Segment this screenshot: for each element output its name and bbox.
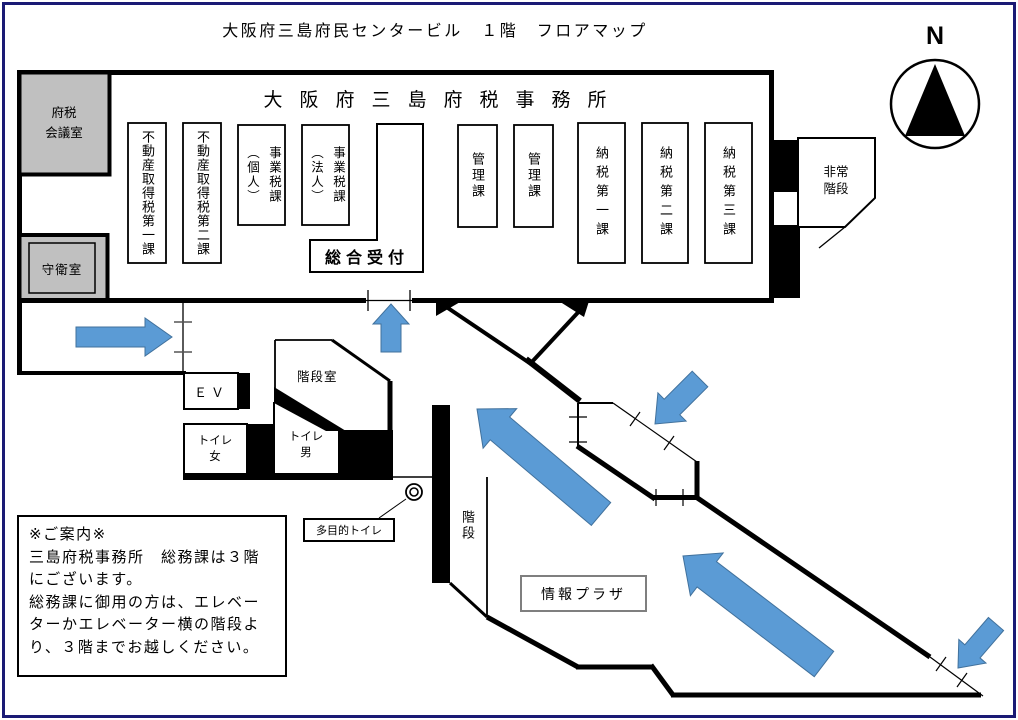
stairroom-diagonal-wall [274,387,346,431]
diagonal-wall-a [437,300,533,366]
diagonal-wall-c [524,356,582,404]
stair-room-label: 階段室 [297,370,338,384]
compass-needle-icon [905,64,965,136]
reception-counter [309,123,424,273]
wall-block-right-lower [771,225,800,298]
lobby-wall-1 [485,614,580,670]
building-name: 大阪府三島府税事務所 [263,90,624,111]
reception-label: 総合受付 [324,250,409,267]
entrance-arrow-corner [957,616,1005,669]
room-label-nozei1: 納税第一課 [594,145,609,241]
entrance-arrow-vestibule [654,370,709,425]
emergency-stairs-room [797,137,876,228]
wall-block-right-upper [771,140,798,192]
entrance-arrow-left [75,317,173,357]
room-label-kanri2: 管理課 [526,152,541,200]
room-label-fuzei-meeting: 府税 会議室 [45,106,83,140]
corner-entrance-slash-1 [935,656,947,672]
room-label-guard: 守衛室 [41,262,83,277]
vestibule-outer-wall-1 [575,443,657,502]
vestibule-glass-diagonal [612,402,698,463]
room-box-jigyozei-kojin [237,124,286,226]
corner-entrance-slash-2 [956,672,968,688]
info-plaza-label: 情報プラザ [520,575,647,612]
stairs-label: 階段 [460,510,475,542]
room-box-jigyozei-hojin [301,124,350,226]
multipurpose-toilet-icon-inner [409,487,419,497]
notice-box: ※ご案内※ 三島府税事務所 総務課は３階 にございます。 総務課に御用の方は、エ… [17,515,287,677]
wall-wedge-1 [436,298,467,316]
emergency-stairs-door-line [818,226,846,249]
multipurpose-toilet-label: 多目的トイレ [303,518,395,542]
compass-north-label: N [925,22,945,50]
flow-arrow-bottom [682,552,835,678]
lobby-wall-3 [648,663,676,697]
stairroom-diagonal-top [331,338,391,383]
room-box-fudosan2 [182,122,222,264]
outer-diagonal-wall [694,494,932,660]
entrance-arrow-reception [371,303,411,353]
room-label-jigyozei-kojin: 事業税課 （個人） [245,146,281,204]
room-box-nozei2 [641,122,689,264]
room-label-fudosan1: 不動産取得税第一課 [140,130,155,256]
wall-wedge-2 [554,298,590,317]
room-box-kanri2 [513,124,554,228]
room-label-nozei2: 納税第二課 [658,145,673,241]
elevator-wall-block [238,373,250,409]
toilet-men-right-block [338,430,393,475]
elevator-label: ＥＶ [193,384,228,400]
room-box-fudosan1 [127,122,167,264]
flow-arrow-middle [476,408,612,527]
room-box-nozei1 [577,122,626,264]
toilet-divider-block [247,424,274,476]
elevator-box [183,372,239,410]
stairs-left-wall-bar [432,405,450,583]
page-title: 大阪府三島府民センタービル １階 フロアマップ [222,23,648,40]
toilet-men-label: トイレ 男 [288,431,324,459]
room-box-kanri1 [457,124,498,228]
stairs-bottom-diagonal [448,581,489,619]
multipurpose-toilet-leader-line [378,498,407,519]
room-label-kanri1: 管理課 [470,152,485,200]
guard-room [17,233,110,302]
room-label-jigyozei-hojin: 事業税課 （法人） [309,146,345,204]
room-label-nozei3: 納税第三課 [721,145,736,241]
corner-entrance-glass [929,656,984,697]
guard-room-inner [28,242,96,294]
toilet-women-box [183,423,248,477]
diagonal-wall-b [528,304,586,366]
fuzei-meeting-room [17,70,112,177]
room-box-nozei3 [704,122,753,264]
vestibule-door-slash-1 [629,411,641,427]
vestibule-door-slash-2 [663,435,675,451]
toilet-women-label: トイレ 女 [197,435,233,463]
room-label-emergency-stairs: 非常 階段 [823,164,849,197]
room-label-fudosan2: 不動産取得税第二課 [195,130,210,256]
